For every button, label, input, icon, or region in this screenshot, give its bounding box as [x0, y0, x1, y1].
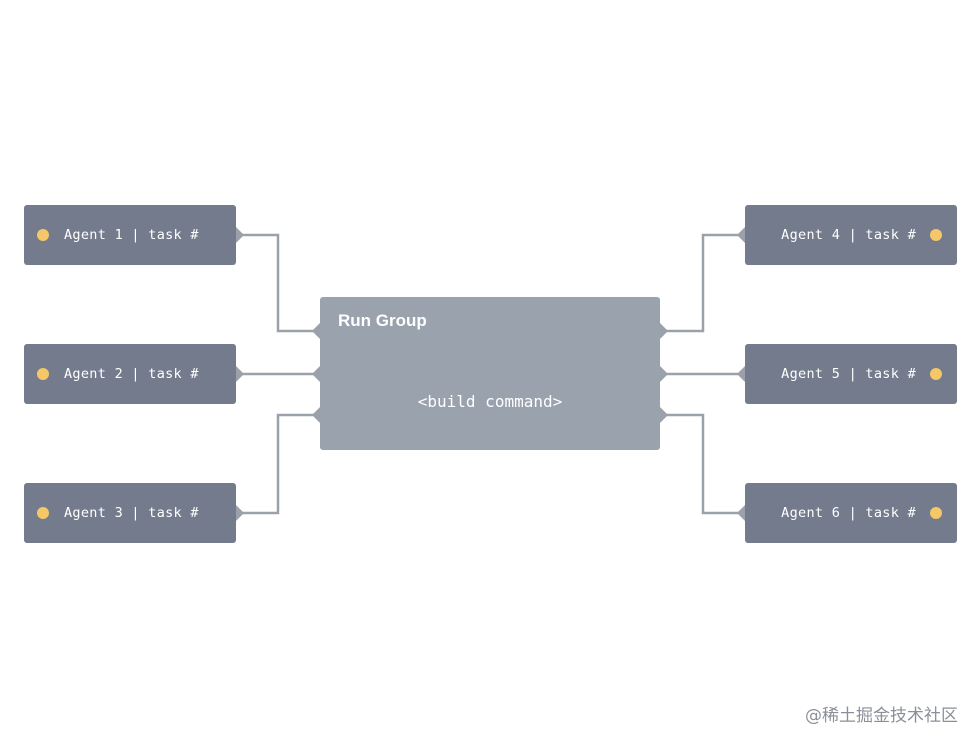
agent-node-3: Agent 3 | task #: [24, 483, 236, 543]
agent-node-1: Agent 1 | task #: [24, 205, 236, 265]
run-group-title: Run Group: [338, 311, 427, 330]
run-group-node: Run Group <build command>: [320, 297, 660, 450]
agent-label: Agent 2 | task #: [64, 366, 199, 382]
connector-agent-6: [660, 413, 745, 515]
agent-label: Agent 1 | task #: [64, 227, 199, 243]
status-dot-icon: [37, 229, 49, 241]
status-dot-icon: [930, 229, 942, 241]
agent-label: Agent 6 | task #: [781, 505, 916, 521]
status-dot-icon: [37, 368, 49, 380]
agent-node-4: Agent 4 | task #: [745, 205, 957, 265]
connector-agent-1: [236, 233, 320, 333]
connector-agent-4: [660, 233, 745, 333]
connector-agent-3: [236, 413, 320, 515]
agent-label: Agent 4 | task #: [781, 227, 916, 243]
agent-node-5: Agent 5 | task #: [745, 344, 957, 404]
status-dot-icon: [930, 368, 942, 380]
agent-node-2: Agent 2 | task #: [24, 344, 236, 404]
build-command: <build command>: [417, 392, 563, 411]
status-dot-icon: [37, 507, 49, 519]
agent-label: Agent 5 | task #: [781, 366, 916, 382]
status-dot-icon: [930, 507, 942, 519]
watermark: @稀土掘金技术社区: [805, 706, 958, 726]
agent-label: Agent 3 | task #: [64, 505, 199, 521]
agent-node-6: Agent 6 | task #: [745, 483, 957, 543]
